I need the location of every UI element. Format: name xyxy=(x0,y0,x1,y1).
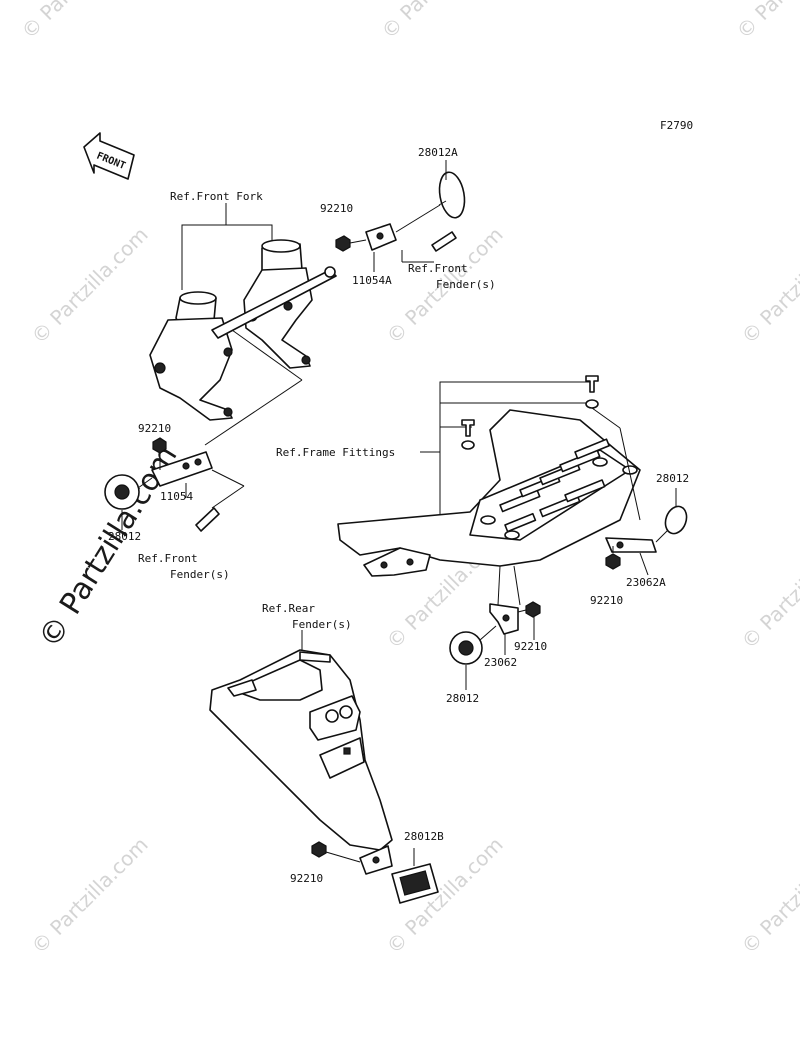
label-92210-right: 92210 xyxy=(590,594,623,607)
watermark-tile: © Partzilla.com xyxy=(732,0,800,44)
nut-92210-bottom xyxy=(311,841,327,858)
rear-fender-assembly xyxy=(209,630,439,904)
label-23062A: 23062A xyxy=(626,576,666,589)
label-28012A: 28012A xyxy=(418,146,458,159)
bolt-carrier-2 xyxy=(461,419,475,437)
ref-frame-fittings-bracket xyxy=(439,381,590,545)
watermark-tile: © Partzilla.com xyxy=(737,832,800,958)
nut-92210-mid xyxy=(525,601,541,618)
collar-carrier-2 xyxy=(461,440,475,450)
axle xyxy=(211,269,337,339)
carrier-slots xyxy=(499,438,610,533)
collar-carrier-1 xyxy=(585,399,599,409)
label-92210-left: 92210 xyxy=(138,422,171,435)
reflector-28012-right xyxy=(664,505,688,535)
nut-92210-right xyxy=(605,553,621,570)
label-ref-rear-fender-2: Fender(s) xyxy=(292,618,352,631)
watermark-tile: © Partzilla.com xyxy=(377,0,503,44)
label-ref-front-fender-left-1: Ref.Front xyxy=(138,552,198,565)
label-ref-frame-fittings: Ref.Frame Fittings xyxy=(276,446,395,459)
front-arrow-icon: FRONT xyxy=(83,132,135,180)
label-ref-front-fender-top-1: Ref.Front xyxy=(408,262,468,275)
watermark-tile: © Partzilla.com xyxy=(737,222,800,348)
label-28012-right: 28012 xyxy=(656,472,689,485)
diagram-code: F2790 xyxy=(660,119,693,132)
bolt-carrier-1 xyxy=(585,375,599,393)
carrier-mount-lug xyxy=(363,547,431,577)
label-ref-front-fender-left-2: Fender(s) xyxy=(170,568,230,581)
label-28012-left: 28012 xyxy=(108,530,141,543)
license-plate-area xyxy=(319,737,365,779)
right-reflector-mount xyxy=(605,488,688,576)
rear-carrier xyxy=(337,409,641,567)
label-23062: 23062 xyxy=(484,656,517,669)
watermark-tile: © Partzilla.com xyxy=(27,832,153,958)
nut-92210-left xyxy=(152,437,167,454)
left-reflector-mount xyxy=(104,437,245,532)
top-reflector-mount xyxy=(335,160,466,272)
watermark-tile: © Partzilla.com xyxy=(27,222,153,348)
label-92210-top: 92210 xyxy=(320,202,353,215)
reflector-28012A xyxy=(438,171,466,219)
watermark-tile: © Partzilla.com xyxy=(17,0,143,44)
nut-92210-top xyxy=(335,235,351,252)
bolt-front-fender-top xyxy=(431,231,457,252)
bracket-23062A xyxy=(605,537,657,553)
mid-reflector-mount xyxy=(449,601,541,690)
front-fork-assembly xyxy=(149,203,337,446)
watermark-tile: © Partzilla.com xyxy=(737,527,800,653)
label-92210-bottom: 92210 xyxy=(290,872,323,885)
label-11054: 11054 xyxy=(160,490,193,503)
bolt-front-fender-left xyxy=(195,507,220,532)
label-ref-rear-fender-1: Ref.Rear xyxy=(262,602,315,615)
label-ref-front-fender-top-2: Fender(s) xyxy=(436,278,496,291)
rear-carrier-assembly xyxy=(337,375,641,606)
label-92210-mid: 92210 xyxy=(514,640,547,653)
label-28012B: 28012B xyxy=(404,830,444,843)
label-11054A: 11054A xyxy=(352,274,392,287)
part-labels: 28012A Ref.Front Fork 92210 11054A Ref.F… xyxy=(108,146,689,885)
label-ref-front-fork: Ref.Front Fork xyxy=(170,190,263,203)
left-fork-bracket xyxy=(149,317,233,421)
label-28012-mid: 28012 xyxy=(446,692,479,705)
